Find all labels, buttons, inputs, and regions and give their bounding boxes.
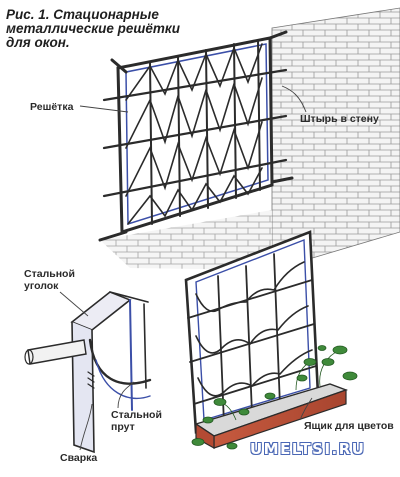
figure-title: Рис. 1. Стационарные металлические решёт…	[6, 8, 196, 50]
site-watermark: UMELTSI.RU	[250, 440, 366, 458]
label-steel-angle-line-2: уголок	[24, 280, 59, 292]
leader-lines-lower-left	[59, 291, 135, 451]
label-steel-rod: Стальной прут	[111, 409, 162, 433]
figure-title-line-1: Рис. 1. Стационарные	[6, 7, 159, 22]
label-steel-rod-line-1: Стальной	[111, 409, 162, 421]
leader-lines-upper	[79, 85, 307, 113]
label-wall-pin: Штырь в стену	[300, 113, 379, 125]
plants	[191, 345, 358, 450]
label-steel-angle: Стальной уголок	[24, 268, 75, 292]
figure-title-line-3: для окон.	[6, 35, 70, 50]
label-grille: Решётка	[30, 101, 74, 113]
flower-box	[194, 383, 349, 450]
angle-detail	[24, 291, 152, 454]
leader-lines-lower-right	[299, 397, 313, 421]
label-steel-angle-line-1: Стальной	[24, 268, 75, 280]
label-steel-rod-line-2: прут	[111, 421, 135, 433]
figure-title-line-2: металлические решётки	[6, 21, 180, 36]
grille-upper	[98, 30, 294, 242]
label-flower-box: Ящик для цветов	[304, 420, 394, 432]
grille-lower	[184, 230, 320, 434]
brick-wall	[100, 7, 400, 271]
label-weld: Сварка	[60, 452, 98, 464]
